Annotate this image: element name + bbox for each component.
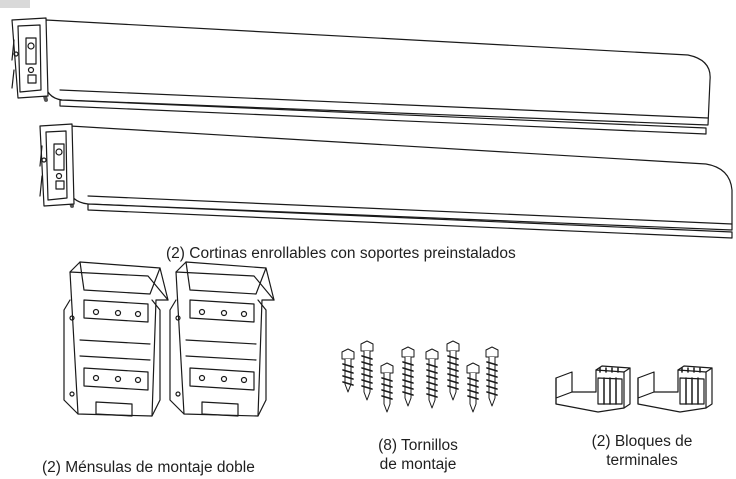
screw xyxy=(380,362,394,413)
screw xyxy=(466,362,480,413)
caption-terminals-line-1: (2) Bloques de xyxy=(591,433,693,450)
caption-mounting-screws: (8) Tornillos de montaje xyxy=(368,436,468,474)
caption-terminals-line-2: terminales xyxy=(606,452,678,469)
shade-1-end-bracket xyxy=(11,17,49,99)
caption-terminal-blocks: (2) Bloques de terminales xyxy=(578,432,706,470)
page-corner-tab xyxy=(0,0,30,8)
screw xyxy=(401,346,415,407)
screw xyxy=(485,346,499,407)
screw xyxy=(425,348,439,409)
screw xyxy=(446,340,460,401)
caption-roller-shades: (2) Cortinas enrollables con soportes pr… xyxy=(166,245,516,262)
shade-2-end-bracket xyxy=(39,123,75,207)
terminal-block-1 xyxy=(555,365,631,413)
mounting-screws xyxy=(341,340,499,413)
double-mounting-bracket-1 xyxy=(63,261,169,417)
caption-screws-line-1: (8) Tornillos xyxy=(378,437,458,454)
double-mounting-bracket-2 xyxy=(169,261,275,417)
caption-double-brackets: (2) Ménsulas de montaje doble xyxy=(42,459,255,476)
screw xyxy=(341,348,355,393)
terminal-block-2 xyxy=(637,365,713,413)
screw xyxy=(360,340,374,401)
roller-shade-2 xyxy=(39,123,733,239)
roller-shade-1 xyxy=(11,17,711,135)
caption-screws-line-2: de montaje xyxy=(379,456,457,473)
